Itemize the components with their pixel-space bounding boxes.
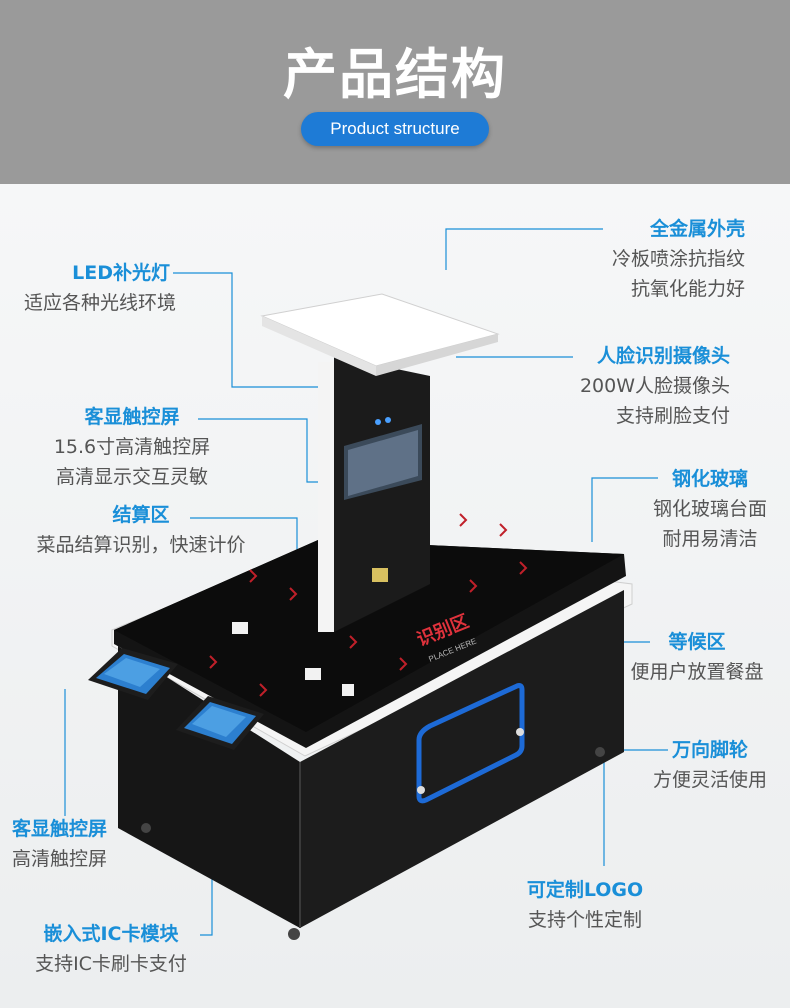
label-wheel: 万向脚轮 方便灵活使用 <box>640 735 780 795</box>
label-shell-title: 全金属外壳 <box>649 218 745 240</box>
callout-line-glass <box>591 477 658 542</box>
label-led-desc: 适应各种光线环境 <box>24 288 176 318</box>
label-ic-title: 嵌入式IC卡模块 <box>43 923 179 945</box>
label-touch-side-title: 客显触控屏 <box>12 818 108 840</box>
label-shell-line-1: 冷板喷涂抗指纹 <box>611 248 745 270</box>
label-ic: 嵌入式IC卡模块 支持IC卡刷卡支付 <box>14 919 208 979</box>
label-glass-title: 钢化玻璃 <box>671 468 748 490</box>
callout-line-led <box>173 272 322 388</box>
glass-tabletop: 识别区 PLACE HERE <box>114 513 626 748</box>
label-waiting-title: 等候区 <box>668 631 726 653</box>
label-glass-line-1: 钢化玻璃台面 <box>652 498 767 520</box>
display-column <box>318 356 430 632</box>
label-touch-main-line-1: 15.6寸高清触控屏 <box>53 436 211 458</box>
label-touch-side-line-1: 高清触控屏 <box>12 848 108 870</box>
label-led-line-1: 适应各种光线环境 <box>24 292 177 314</box>
label-led-title: LED补光灯 <box>72 262 170 284</box>
logo-frame <box>416 683 525 804</box>
label-camera-line-1: 200W人脸摄像头 <box>579 375 730 397</box>
page-title: 产品结构 <box>283 43 507 106</box>
callout-line-ic <box>200 874 213 936</box>
product-illustration: 识别区 PLACE HERE <box>64 228 668 940</box>
led-lamp <box>260 293 500 376</box>
label-camera: 人脸识别摄像头 200W人脸摄像头 支持刷脸支付 <box>540 341 730 431</box>
label-ic-line-1: 支持IC卡刷卡支付 <box>35 953 187 975</box>
label-shell-line-2: 抗氧化能力好 <box>630 278 745 300</box>
label-shell: 全金属外壳 冷板喷涂抗指纹 抗氧化能力好 <box>560 214 745 304</box>
label-touch-main: 客显触控屏 15.6寸高清触控屏 高清显示交互灵敏 <box>34 402 230 492</box>
label-wheel-line-1: 方便灵活使用 <box>652 769 767 791</box>
header-banner: 产品结构 Product structure <box>0 0 790 184</box>
label-wheel-title: 万向脚轮 <box>671 739 748 761</box>
label-logo-title: 可定制LOGO <box>526 879 644 901</box>
label-waiting-line-1: 便用户放置餐盘 <box>630 661 764 683</box>
product-stage: 识别区 PLACE HERE <box>0 184 790 1008</box>
subtitle-pill: Product structure <box>301 112 489 146</box>
label-camera-title: 人脸识别摄像头 <box>596 345 730 367</box>
label-logo: 可定制LOGO 支持个性定制 <box>505 875 665 935</box>
label-waiting: 等候区 便用户放置餐盘 <box>612 627 782 687</box>
label-logo-line-1: 支持个性定制 <box>527 909 642 931</box>
label-led: LED补光灯 <box>20 258 170 288</box>
label-touch-main-line-2: 高清显示交互灵敏 <box>55 466 208 488</box>
label-touch-side: 客显触控屏 高清触控屏 <box>12 814 107 874</box>
label-glass: 钢化玻璃 钢化玻璃台面 耐用易清洁 <box>640 464 780 554</box>
label-settle-title: 结算区 <box>112 504 170 526</box>
tabletop-markers <box>209 513 528 697</box>
label-settle: 结算区 菜品结算识别，快速计价 <box>16 500 266 560</box>
side-touch-screens <box>88 648 264 750</box>
label-settle-line-1: 菜品结算识别，快速计价 <box>36 534 246 556</box>
label-touch-main-title: 客显触控屏 <box>84 406 180 428</box>
label-glass-line-2: 耐用易清洁 <box>662 528 758 550</box>
callout-line-shell <box>445 228 603 270</box>
label-camera-line-2: 支持刷脸支付 <box>615 405 730 427</box>
